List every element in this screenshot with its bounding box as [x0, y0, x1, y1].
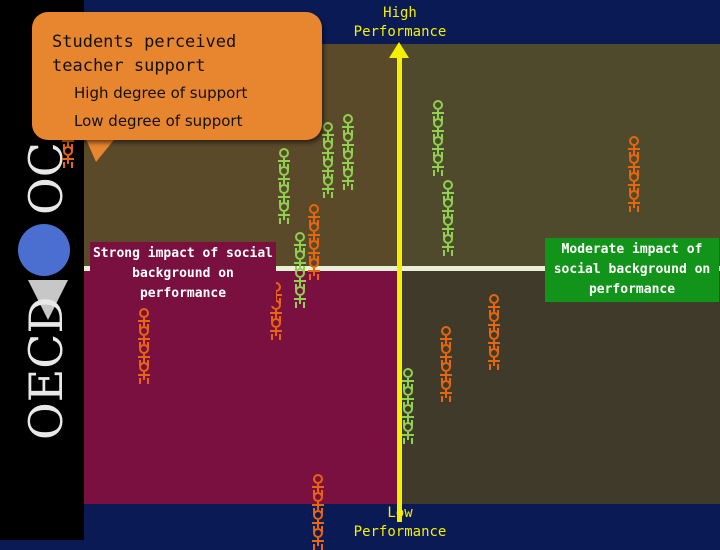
quadrant-top-right [400, 44, 720, 268]
svg-text:OECD: OECD [19, 297, 73, 440]
student-figure-icon [62, 146, 74, 168]
student-figure-icon [342, 168, 354, 190]
horizontal-axis [84, 266, 720, 271]
strong-impact-box: Strong impact of social background on pe… [90, 242, 276, 306]
bottom-axis-label: Low Performance [353, 505, 447, 540]
student-figure-icon [488, 348, 500, 370]
quadrant-bottom-right [400, 268, 720, 504]
student-figure-icon [432, 154, 444, 176]
student-figure-icon [270, 318, 282, 340]
student-figure-icon [312, 528, 324, 550]
student-figure-icon [322, 176, 334, 198]
student-figure-icon [308, 258, 320, 280]
moderate-impact-box: Moderate impact of social background on … [545, 238, 719, 302]
axis-arrow-icon [389, 42, 409, 58]
legend-callout: Students perceived teacher support High … [32, 12, 322, 140]
legend-title: Students perceived teacher support [52, 32, 237, 76]
student-figure-icon [442, 234, 454, 256]
legend-item-high: High degree of support [74, 84, 248, 102]
student-figure-icon [628, 190, 640, 212]
quadrant-bottom-left [84, 268, 400, 504]
student-figure-icon [138, 362, 150, 384]
student-figure-icon [294, 286, 306, 308]
student-figure-icon [440, 380, 452, 402]
oecd-logo-icon: OECD OC [18, 142, 73, 440]
top-axis-label: High Performance [353, 5, 447, 40]
student-figure-icon [402, 422, 414, 444]
student-figure-icon [278, 202, 290, 224]
legend-item-low: Low degree of support [74, 112, 243, 130]
vertical-axis [397, 52, 402, 522]
